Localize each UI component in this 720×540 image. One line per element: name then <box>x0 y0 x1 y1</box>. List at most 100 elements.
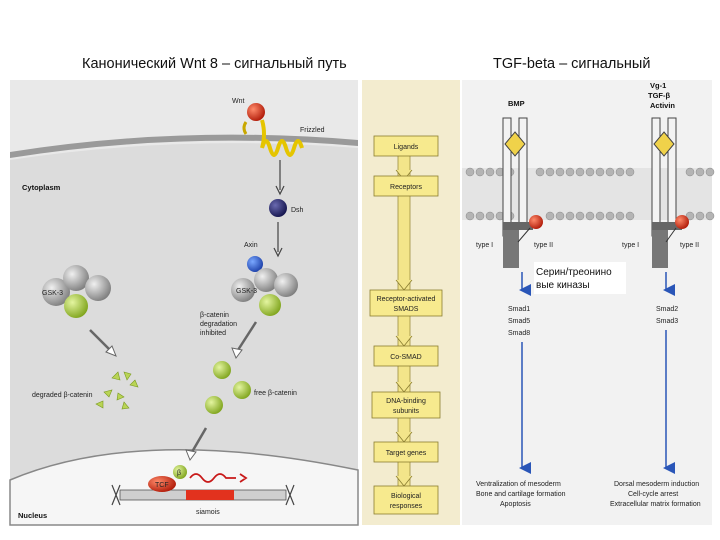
arrow-into-nucleus <box>190 427 208 453</box>
svg-text:Receptor-activated: Receptor-activated <box>377 296 436 303</box>
arrow-to-free-catenin <box>236 321 258 351</box>
arrow-head-nucleus <box>185 449 197 462</box>
flow-chart: Ligands Receptors Receptor-activated SMA… <box>362 80 460 525</box>
tgfb-label: TGF-β <box>648 91 670 100</box>
bmp-receptor-type1 <box>502 117 512 237</box>
smad5-label: Smad5 <box>508 318 530 325</box>
frizzled-tail <box>242 121 248 135</box>
flow-step-5: DNA-binding subunits <box>371 391 441 419</box>
bmp-label: BMP <box>508 99 525 108</box>
bmp-kinase-bridge <box>503 222 533 230</box>
svg-text:Co-SMAD: Co-SMAD <box>390 354 422 361</box>
cytoplasm-label: Cytoplasm <box>22 183 61 192</box>
free-beta-catenin-1 <box>213 361 231 379</box>
tgf-receptor-type2 <box>667 117 677 227</box>
flow-step-4: Co-SMAD <box>373 345 439 367</box>
flow-step-7: Biological responses <box>373 485 439 515</box>
dna-helix-ends <box>111 484 295 506</box>
complex-left-grey-1 <box>63 265 89 291</box>
outcome-left-2: Bone and cartilage formation <box>476 491 566 498</box>
dsh-label: Dsh <box>291 207 304 214</box>
wnt-panel: Cytoplasm Nucleus Wnt Frizzled Dsh Axin … <box>9 80 359 526</box>
type1-left-label: type I <box>476 242 493 249</box>
svg-text:Biological: Biological <box>391 493 421 500</box>
kinase-label-line-1: Серин/треонино <box>536 267 612 278</box>
tgf-kinase-bridge <box>652 222 682 230</box>
svg-text:SMADS: SMADS <box>394 306 419 313</box>
nucleus-label: Nucleus <box>18 511 47 520</box>
outcome-right-1: Dorsal mesoderm induction <box>614 481 699 488</box>
tgf-kinase-site <box>675 215 689 229</box>
beta-catenin-bound-right <box>259 294 281 316</box>
inhibited-line-2: degradation <box>200 321 237 328</box>
wnt-ligand <box>247 103 265 121</box>
bmp-type1-cytoplasmic <box>503 230 519 268</box>
bmp-ligand <box>504 131 526 157</box>
arrow-head-degradation <box>105 345 117 357</box>
frizzled-label: Frizzled <box>300 127 325 134</box>
tcf-label: TCF <box>155 482 169 489</box>
free-beta-catenin-label: free β-catenin <box>254 390 297 397</box>
axin-label: Axin <box>244 242 258 249</box>
degraded-fragments <box>95 371 139 410</box>
outcome-right-3: Extracellular matrix formation <box>610 501 701 508</box>
siamois-label: siamois <box>196 509 220 516</box>
svg-text:responses: responses <box>390 503 423 510</box>
type2-right-label: type II <box>680 242 699 249</box>
beta-catenin-bound-left <box>64 294 88 318</box>
title-tgf-pathway: TGF-beta – сигнальный <box>493 56 651 72</box>
smad8-label: Smad8 <box>508 330 530 337</box>
degraded-beta-catenin-label: degraded β-catenin <box>32 392 93 399</box>
smad2-label: Smad2 <box>656 306 678 313</box>
wnt-label: Wnt <box>232 98 245 105</box>
beta-catenin-nuclear <box>173 465 187 479</box>
tgf-ligand <box>653 131 675 157</box>
flow-step-1: Ligands <box>373 135 439 157</box>
type2-left-label: type II <box>534 242 553 249</box>
complex-right-grey-1 <box>254 268 278 292</box>
outcome-left-3: Apoptosis <box>500 501 531 508</box>
arrow-to-degradation <box>89 329 113 353</box>
bmp-receptor-type2 <box>518 117 528 227</box>
complex-right-grey-2 <box>274 273 298 297</box>
flow-step-2: Receptors <box>373 175 439 197</box>
transcription-arrow <box>189 473 248 483</box>
svg-text:DNA-binding: DNA-binding <box>386 398 426 405</box>
inhibited-line-3: inhibited <box>200 330 226 337</box>
smad3-label: Smad3 <box>656 318 678 325</box>
dsh-protein <box>269 199 287 217</box>
flow-step-6: Target genes <box>373 441 439 463</box>
smad1-label: Smad1 <box>508 306 530 313</box>
svg-text:Target genes: Target genes <box>386 450 427 457</box>
axin-protein <box>247 256 263 272</box>
gsk3-right-label: GSK-3 <box>236 288 257 295</box>
svg-text:subunits: subunits <box>393 408 420 415</box>
flow-step-3: Receptor-activated SMADS <box>369 289 443 317</box>
nucleus-region <box>9 449 359 526</box>
arrow-dsh-to-complex <box>273 222 283 258</box>
free-beta-catenin-3 <box>205 396 223 414</box>
tcf-factor <box>148 476 176 492</box>
arrow-frizzled-to-dsh <box>275 160 285 196</box>
frizzled-receptor <box>260 119 304 157</box>
outcome-left-1: Ventralization of mesoderm <box>476 481 561 488</box>
arrow-head-free-catenin <box>231 347 243 360</box>
bmp-kinase-site <box>529 215 543 229</box>
gsk3-left-label: GSK-3 <box>42 290 63 297</box>
beta-label: β <box>177 470 181 477</box>
title-wnt-pathway: Канонический Wnt 8 – сигнальный путь <box>82 56 347 72</box>
gsk3-right-protein <box>231 278 255 302</box>
activin-label: Activin <box>650 101 675 110</box>
inhibited-line-1: β-catenin <box>200 312 229 319</box>
tgf-type1-cytoplasmic <box>652 230 668 268</box>
tgf-panel: BMP type I type II Vg-1 TGF-β Activin ty… <box>462 80 715 525</box>
plasma-membrane <box>10 134 358 158</box>
tgf-receptor-type1 <box>651 117 661 237</box>
svg-text:Receptors: Receptors <box>390 184 422 191</box>
complex-left-grey-2 <box>85 275 111 301</box>
cytoplasm-region <box>10 143 358 525</box>
bmp-phosphorylation-arrow <box>517 227 531 243</box>
kinase-label-line-2: вые киназы <box>536 280 590 291</box>
type1-right-label: type I <box>622 242 639 249</box>
